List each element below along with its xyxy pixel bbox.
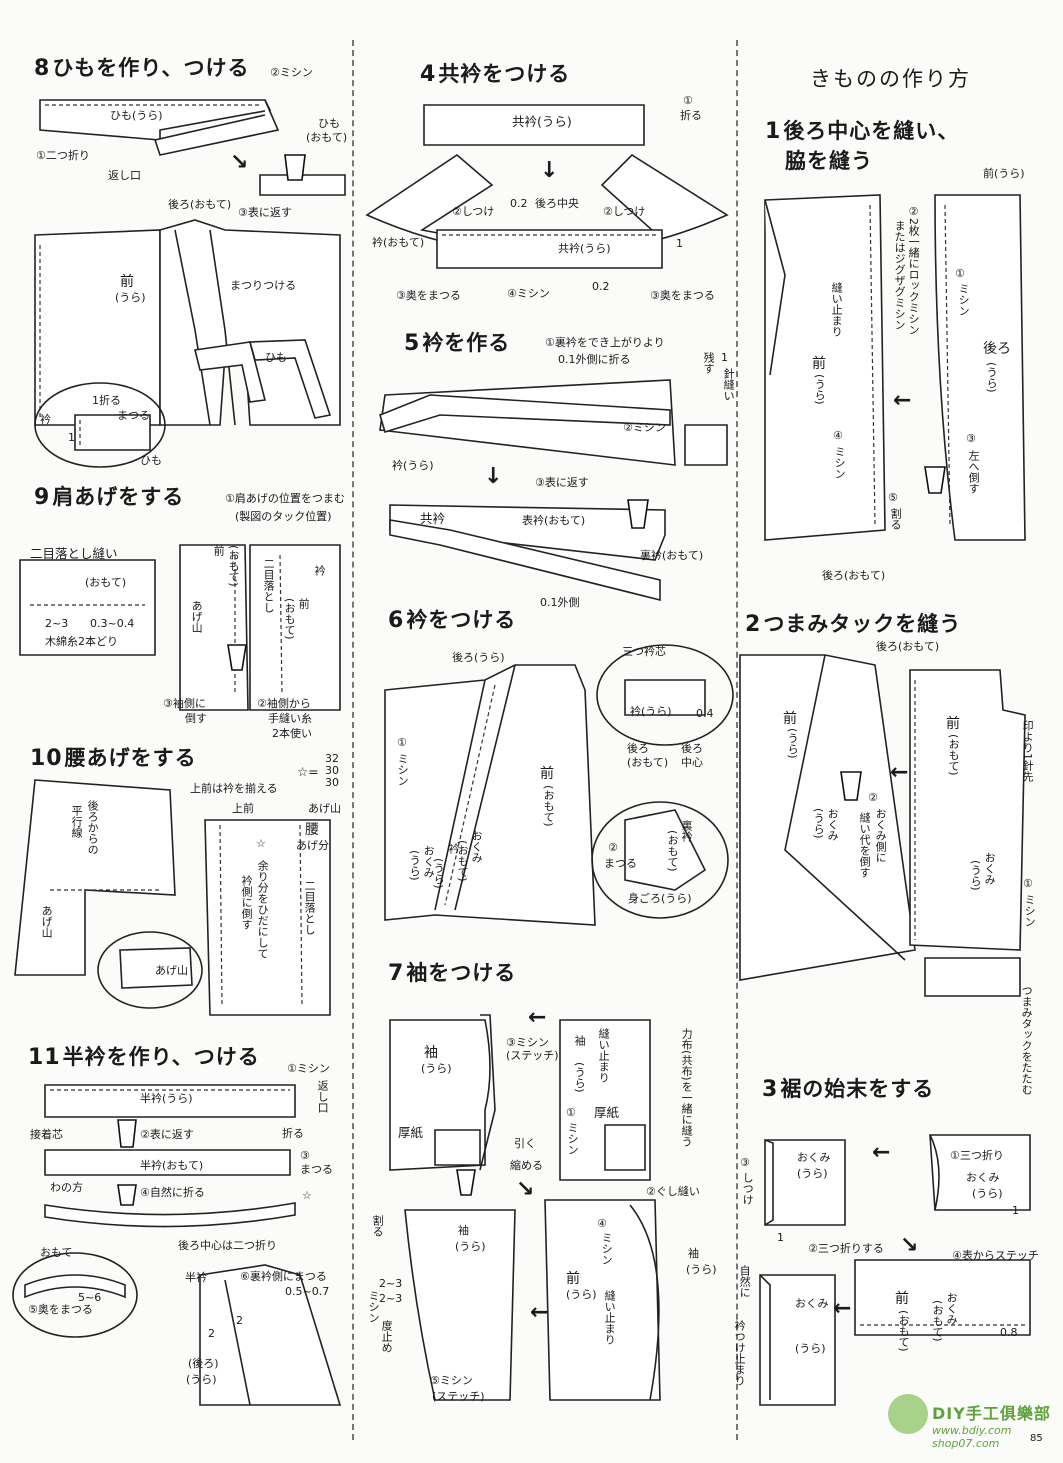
section-2-diagram <box>735 650 1030 1030</box>
section-9-diagram <box>20 535 350 720</box>
section-1-left-arrow: ← <box>893 388 912 413</box>
section-6-title: 6衿をつける <box>388 608 517 633</box>
section-2-title: 2つまみタックを縫う <box>745 612 962 637</box>
section-7-arrow-left-bottom: ← <box>530 1300 549 1325</box>
section-3-title: 3裾の始末をする <box>762 1077 935 1102</box>
section-11-diagram <box>10 1075 350 1420</box>
section-3-diagram <box>745 1125 1035 1420</box>
section-8-down-arrow: ↘ <box>230 150 249 175</box>
section-3-arrow-left-bottom: ← <box>833 1296 852 1321</box>
section-10-diagram <box>10 780 350 1025</box>
section-2-left-arrow: ← <box>890 760 909 785</box>
section-9-title: 9肩あげをする <box>34 485 185 510</box>
main-title: きものの作り方 <box>810 67 971 91</box>
section-8-diagram <box>20 80 350 470</box>
section-10-title: 10腰あげをする <box>30 746 197 771</box>
column-divider-left <box>352 40 354 1440</box>
section-7-title: 7袖をつける <box>388 961 517 986</box>
section-11-title: 11半衿を作り、つける <box>28 1045 260 1070</box>
column-divider-right <box>736 40 738 1440</box>
section-5-diagram <box>370 370 735 610</box>
section-5-down-arrow: ↓ <box>484 464 503 489</box>
section-4-diagram <box>362 95 732 300</box>
section-4-title: 4共衿をつける <box>420 62 571 87</box>
watermark-logo: DIY手工俱樂部 www.bdiy.com shop07.com <box>888 1394 1051 1450</box>
section-5-title: 5衿を作る <box>404 331 511 356</box>
section-3-arrow-down: ↘ <box>900 1233 919 1258</box>
section-1-title: 1後ろ中心を縫い、 <box>765 119 960 144</box>
section-3-arrow-left: ← <box>872 1140 891 1165</box>
section-7-diagram <box>375 1010 735 1410</box>
section-6-diagram <box>375 640 735 940</box>
page-number: 85 <box>1030 1433 1043 1444</box>
section-1-diagram <box>745 185 1035 560</box>
section-1-title-line2: 脇を縫う <box>785 149 873 173</box>
section-7-arrow-down: ↘ <box>516 1177 535 1202</box>
music-note-icon <box>888 1394 928 1434</box>
section-7-arrow-left-top: ← <box>528 1005 547 1030</box>
section-8-title: 8ひもを作り、つける <box>34 56 250 81</box>
section-4-down-arrow: ↓ <box>540 158 559 183</box>
